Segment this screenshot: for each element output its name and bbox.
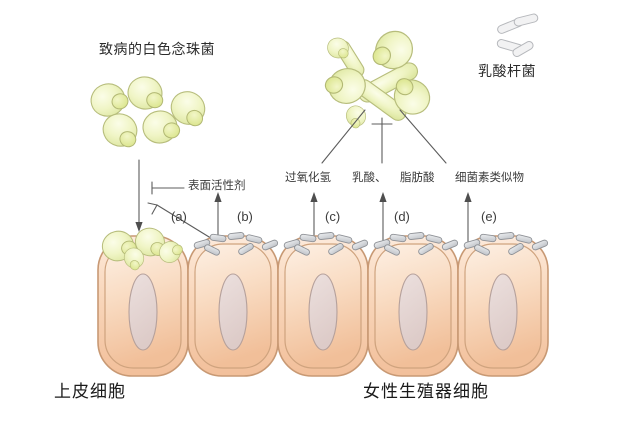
epithelial-cell-caption: 上皮细胞 — [54, 382, 126, 401]
substance-label-hydrogen-peroxide: 过氧化氢 — [285, 172, 331, 184]
key-label-c: (c) — [325, 209, 341, 224]
candida-cluster-free — [86, 73, 214, 154]
key-label-e: (e) — [481, 209, 497, 224]
lactobacillus-cluster — [321, 23, 437, 131]
lactobacillus-rod-icons — [496, 13, 539, 57]
substance-label-fatty-acid: 脂肪酸 — [400, 172, 435, 184]
substance-label-lactic-acid: 乳酸、 — [352, 172, 387, 184]
epithelial-cell — [457, 235, 549, 377]
epithelial-cell — [367, 235, 459, 377]
epithelial-cell — [277, 235, 369, 377]
epithelial-cell — [187, 235, 279, 377]
key-label-a: (a) — [171, 209, 187, 224]
key-label-b: (b) — [237, 209, 253, 224]
substance-label-surfactant: 表面活性剂 — [188, 180, 246, 192]
female-genital-cell-caption: 女性生殖器细胞 — [363, 382, 489, 401]
lactobacillus-title-label: 乳酸杆菌 — [478, 63, 536, 79]
key-label-d: (d) — [394, 209, 410, 224]
candida-title-label: 致病的白色念珠菌 — [99, 41, 215, 57]
substance-label-bacteriocin: 细菌素类似物 — [455, 172, 524, 184]
